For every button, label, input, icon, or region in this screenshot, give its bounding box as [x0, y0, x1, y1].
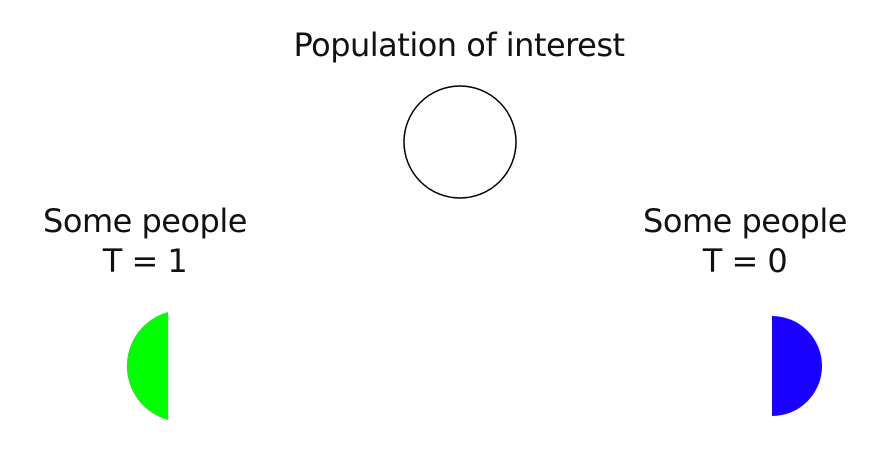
control-group-line2: T = 0 — [702, 242, 788, 280]
population-title: Population of interest — [293, 26, 625, 64]
treated-group-line1: Some people — [43, 202, 247, 240]
control-group-label: Some people T = 0 — [620, 201, 870, 281]
control-half-circle — [772, 316, 822, 416]
population-circle — [403, 85, 517, 199]
treated-half-circle — [126, 312, 168, 420]
treated-group-label: Some people T = 1 — [20, 201, 270, 281]
treated-group-line2: T = 1 — [102, 242, 188, 280]
control-group-line1: Some people — [643, 202, 847, 240]
